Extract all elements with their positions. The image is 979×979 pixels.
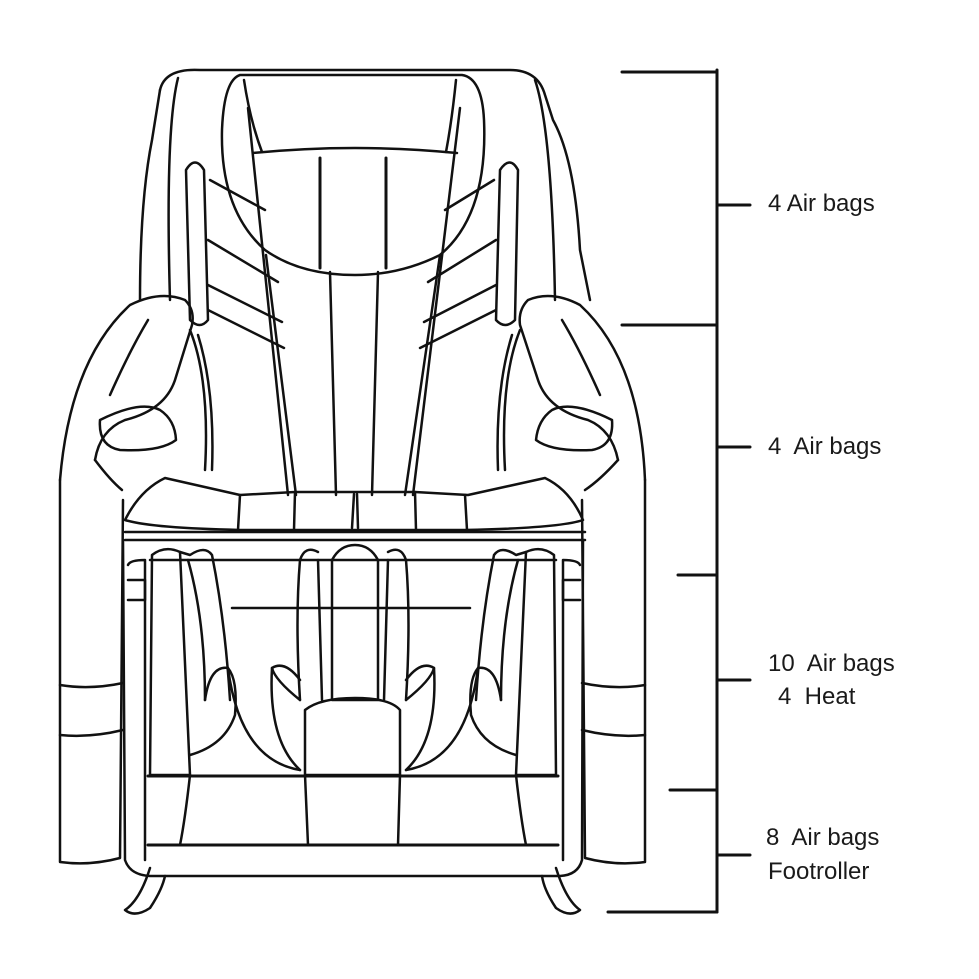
right-armrest (496, 294, 647, 865)
leg-rest (121, 538, 585, 915)
zone-3-label-line-1: 10 Air bags (768, 650, 895, 677)
head-pillow (220, 73, 486, 277)
zone-3-label-line-2: 4 Heat (778, 683, 856, 710)
zone-brackets (606, 68, 752, 914)
zone-1-label: 4 Air bags (768, 190, 875, 217)
zone-4-label-line-2: Footroller (768, 858, 870, 885)
left-armrest (58, 294, 214, 865)
zone-4-label-line-1: 8 Air bags (766, 824, 880, 851)
seat-cushion (123, 476, 587, 542)
massage-chair-outline (58, 68, 647, 915)
zone-2-label: 4 Air bags (768, 433, 882, 460)
back-panel (246, 106, 462, 497)
shoulder-pads (184, 161, 520, 350)
